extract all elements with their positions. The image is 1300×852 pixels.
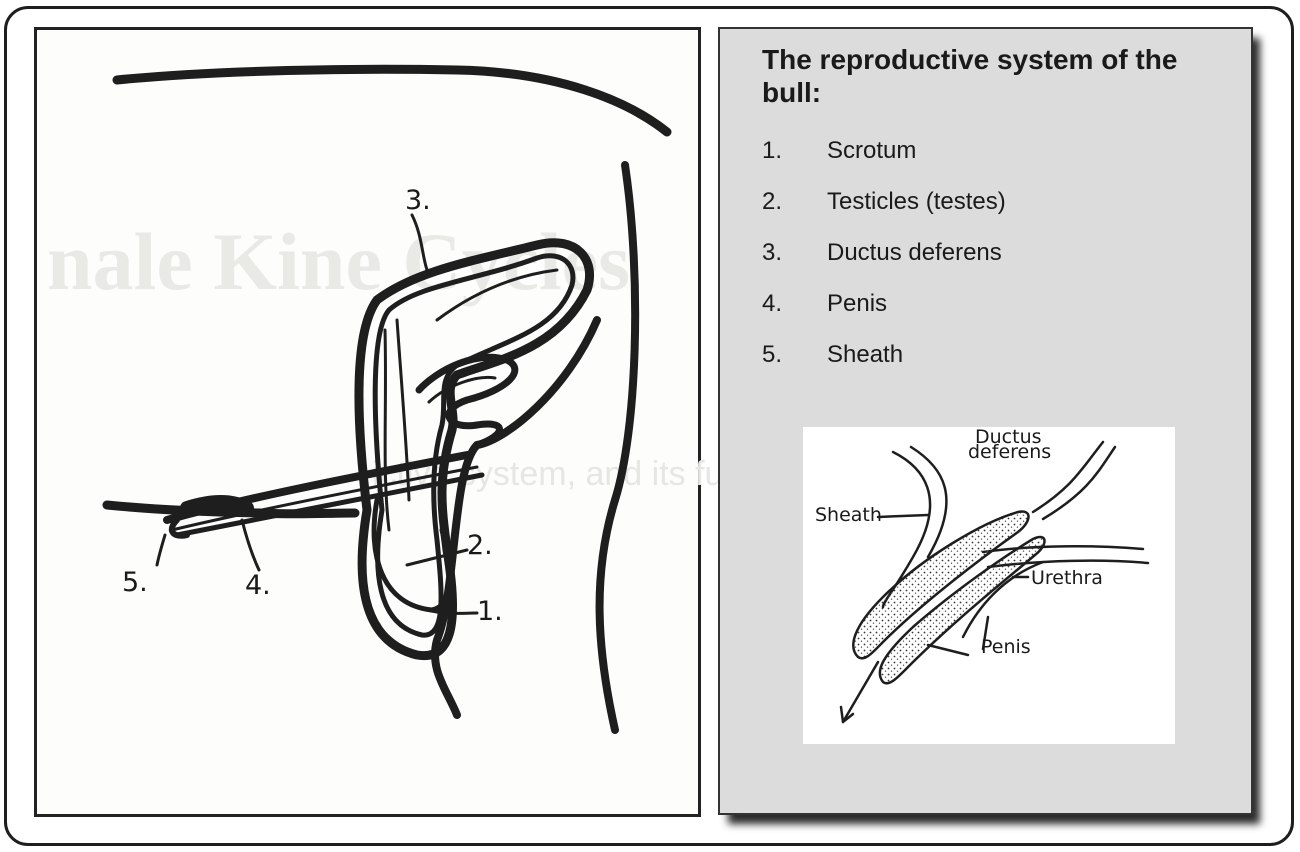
bull-diagram-panel: nale Kine Cycles ictive system, and its … — [34, 27, 701, 817]
ductus-deferens — [385, 330, 389, 530]
item-label: Sheath — [827, 341, 903, 392]
list-item: 1. Scrotum — [762, 137, 1006, 188]
inset-label-penis: Penis — [981, 639, 1031, 656]
item-label: Scrotum — [827, 137, 916, 188]
inset-label-urethra: Urethra — [1031, 570, 1103, 587]
list-item: 3. Ductus deferens — [762, 239, 1006, 290]
list-item: 2. Testicles (testes) — [762, 188, 1006, 239]
list-item: 4. Penis — [762, 290, 1006, 341]
back-outline — [117, 69, 667, 132]
inset-label-sheath: Sheath — [815, 507, 882, 524]
label-4: 4. — [245, 570, 271, 601]
sheath-detail-drawing — [803, 427, 1175, 744]
part-list: 1. Scrotum 2. Testicles (testes) 3. Duct… — [762, 137, 1006, 392]
inset-label-deferens: deferens — [968, 444, 1051, 461]
item-label: Penis — [827, 290, 887, 341]
label-5: 5. — [122, 567, 148, 598]
item-label: Testicles (testes) — [827, 188, 1006, 239]
item-number: 3. — [762, 239, 827, 290]
label-3: 3. — [405, 185, 431, 216]
sheath-detail-inset: Ductus deferens Sheath Urethra Penis — [803, 427, 1175, 744]
label-1: 1. — [477, 596, 503, 627]
legend-panel: The reproductive system of the bull: 1. … — [718, 27, 1253, 815]
panel-title: The reproductive system of the bull: — [762, 43, 1232, 109]
item-label: Ductus deferens — [827, 239, 1002, 290]
direction-arrow — [843, 662, 878, 722]
belly-outline — [435, 320, 597, 715]
item-number: 5. — [762, 341, 827, 392]
bull-reproductive-drawing — [37, 30, 698, 814]
item-number: 4. — [762, 290, 827, 341]
urethra-line — [983, 546, 1143, 552]
leg-outline — [600, 165, 636, 730]
item-number: 2. — [762, 188, 827, 239]
list-item: 5. Sheath — [762, 341, 1006, 392]
label-2: 2. — [467, 530, 493, 561]
item-number: 1. — [762, 137, 827, 188]
